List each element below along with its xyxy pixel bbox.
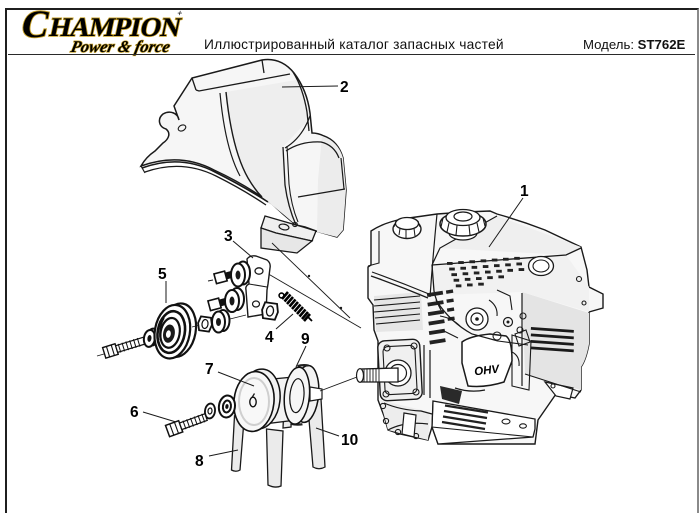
svg-text:3: 3 (224, 228, 233, 245)
svg-text:2: 2 (340, 79, 349, 96)
svg-text:Power & force: Power & force (68, 37, 172, 56)
svg-text:5: 5 (158, 266, 167, 283)
svg-text:10: 10 (341, 432, 358, 449)
svg-text:4: 4 (265, 329, 274, 346)
svg-text:7: 7 (205, 361, 214, 378)
svg-text:+: + (176, 8, 183, 18)
svg-text:6: 6 (130, 404, 139, 421)
svg-text:HAMPION: HAMPION (47, 12, 184, 42)
svg-text:OHV: OHV (474, 363, 502, 378)
svg-text:1: 1 (520, 183, 529, 200)
svg-text:8: 8 (195, 453, 204, 470)
svg-text:9: 9 (301, 331, 310, 348)
